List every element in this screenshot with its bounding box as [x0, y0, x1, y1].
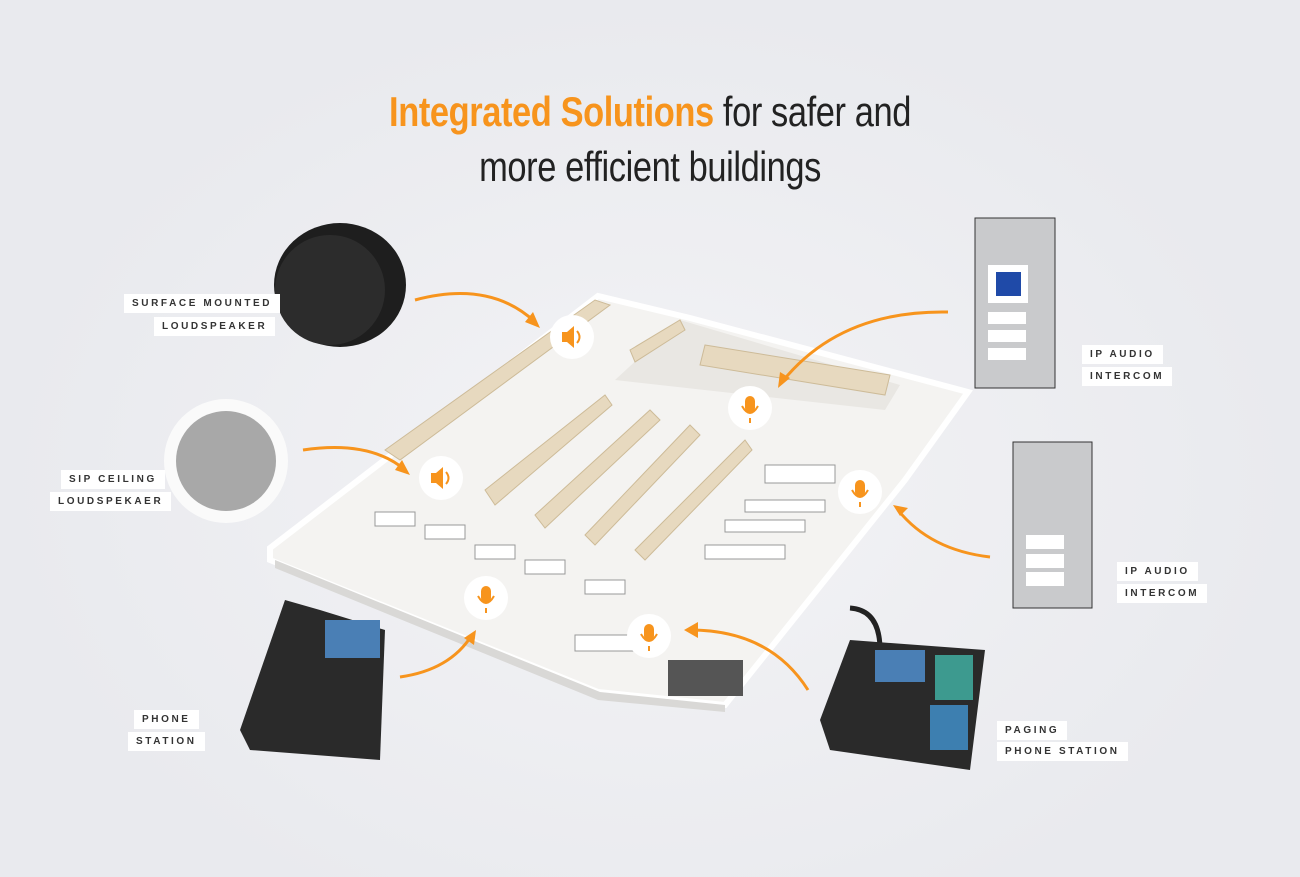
- title-line-2: more efficient buildings: [479, 143, 821, 190]
- label-phone-1: PHONE: [134, 710, 199, 729]
- title-highlight: Integrated Solutions: [389, 88, 714, 135]
- mic-marker-3: [464, 576, 508, 620]
- speaker-marker-1[interactable]: [550, 315, 594, 359]
- arrowheads: [395, 312, 908, 645]
- microphone-markers[interactable]: [464, 386, 882, 658]
- label-surface-mounted-2: LOUDSPEAKER: [154, 317, 276, 336]
- label-intercom-bottom-1: IP AUDIO: [1117, 562, 1198, 581]
- ip-audio-intercom-bottom: [1012, 441, 1093, 609]
- label-surface-mounted-1: SURFACE MOUNTED: [124, 294, 281, 313]
- building-floor-plan: [267, 292, 973, 712]
- phone-station: [240, 600, 385, 760]
- label-intercom-bottom-2: INTERCOM: [1117, 584, 1208, 603]
- mic-marker-4: [627, 614, 671, 658]
- mic-marker-1: [728, 386, 772, 430]
- paging-phone-station: [820, 605, 985, 770]
- arrows: [302, 292, 991, 691]
- label-intercom-top-2: INTERCOM: [1082, 367, 1173, 386]
- speaker-marker-2[interactable]: [419, 456, 463, 500]
- title-line-1: Integrated Solutions for safer and: [117, 88, 1183, 136]
- label-paging-1: PAGING: [997, 721, 1068, 740]
- label-paging-2: PHONE STATION: [997, 742, 1128, 761]
- mic-marker-2: [838, 470, 882, 514]
- label-ceiling-1: SIP CEILING: [61, 470, 165, 489]
- title-rest: for safer and: [713, 88, 911, 135]
- label-ceiling-2: LOUDSPEKAER: [50, 492, 172, 511]
- sip-ceiling-loudspeaker: [164, 399, 288, 523]
- surface-mounted-loudspeaker: [274, 223, 406, 347]
- label-intercom-top-1: IP AUDIO: [1082, 345, 1163, 364]
- ip-audio-intercom-top: [974, 217, 1056, 389]
- label-phone-2: STATION: [128, 732, 205, 751]
